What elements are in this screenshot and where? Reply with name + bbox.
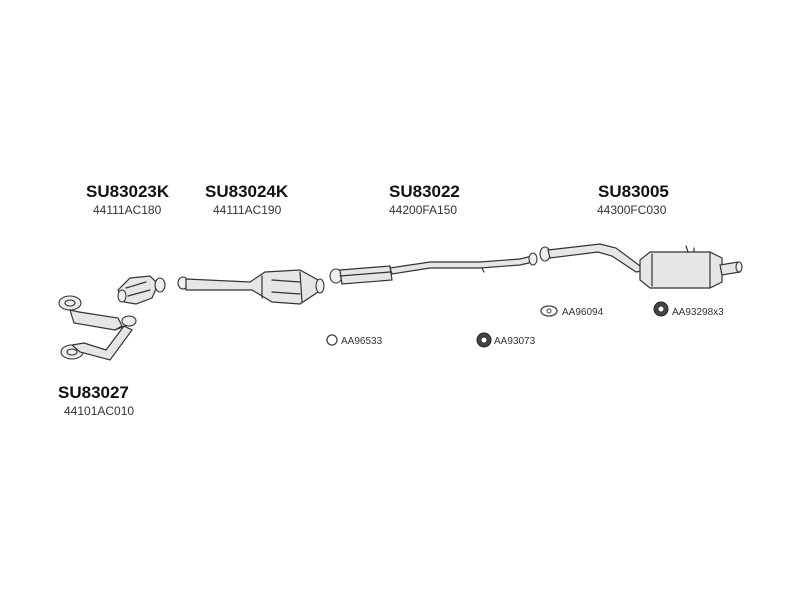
flange-gasket-icon: [540, 305, 558, 317]
ring-gasket-icon: [326, 334, 338, 346]
front-catalyst-drawing: [117, 275, 166, 305]
part-oem-44111ac190: 44111AC190: [213, 203, 282, 217]
part-oem-44101ac010: 44101AC010: [64, 404, 135, 418]
accessory-label-aa93298: AA93298x3: [672, 308, 724, 318]
part-oem-44200fa150: 44200FA150: [389, 203, 458, 217]
part-oem-44111ac180: 44111AC180: [93, 203, 162, 217]
part-code-su83022: SU83022: [389, 182, 460, 201]
accessory-code-aa93298: AA93298: [672, 307, 714, 318]
accessory-label-aa96533: AA96533: [341, 336, 383, 347]
rubber-mount-icon: [653, 301, 669, 317]
part-oem-44300fc030: 44300FC030: [597, 203, 667, 217]
centre-pipe-drawing: [329, 252, 538, 285]
catalytic-converter-drawing: [177, 269, 325, 305]
accessory-label-aa93073: AA93073: [494, 336, 536, 347]
part-code-su83005: SU83005: [598, 182, 669, 201]
part-code-su83023k: SU83023K: [86, 182, 170, 201]
accessory-label-aa96094: AA96094: [562, 307, 604, 318]
front-y-pipe-drawing: [58, 295, 137, 361]
part-code-su83027: SU83027: [58, 383, 129, 402]
part-code-su83024k: SU83024K: [205, 182, 289, 201]
rear-muffler-drawing: [539, 243, 743, 289]
rubber-hanger-icon: [476, 332, 492, 348]
accessory-qty: x3: [713, 307, 724, 318]
